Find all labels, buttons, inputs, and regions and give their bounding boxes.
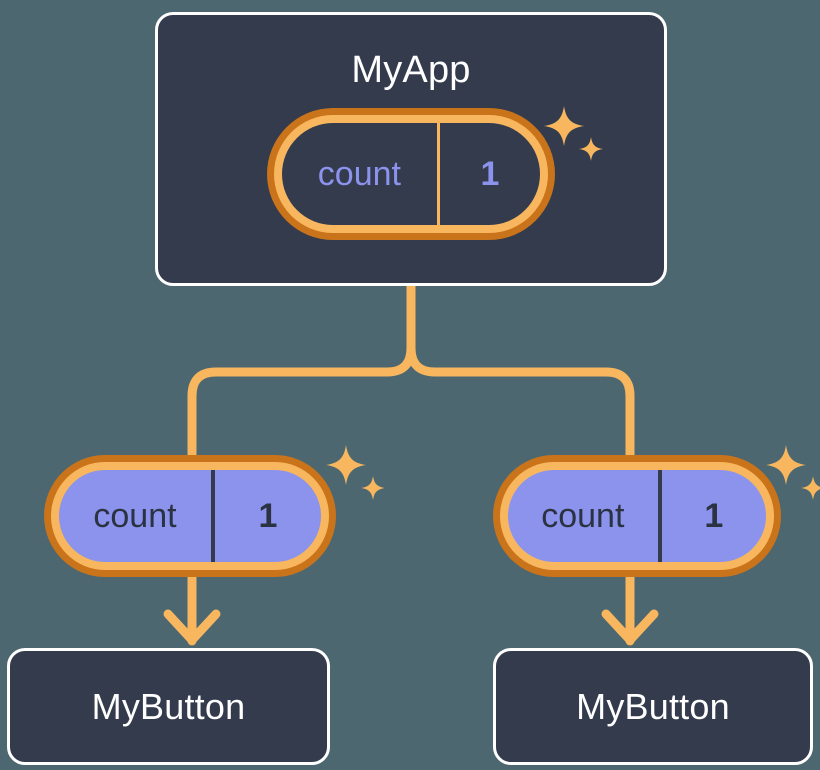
sparkle-icon [326, 445, 366, 485]
component-card-mybutton-left[interactable]: MyButton [7, 648, 330, 765]
sparkle-icon [801, 476, 820, 500]
state-value-label: 1 [657, 470, 766, 562]
state-key-label: count [541, 497, 625, 535]
connector-branch-right [406, 343, 635, 460]
sparkle-icon [766, 445, 806, 485]
state-pill-ring: count 1 [51, 462, 329, 570]
component-label: MyButton [576, 685, 730, 727]
state-pill-body: count 1 [59, 470, 321, 562]
state-pill-body: count 1 [508, 470, 766, 562]
state-value-label: 1 [436, 123, 540, 225]
page-title: MyApp [351, 49, 471, 91]
state-key-label: count [317, 155, 401, 193]
arrow-down-icon [601, 609, 659, 645]
sparkle-icon [361, 476, 385, 500]
state-pill-right[interactable]: count 1 [493, 455, 781, 577]
state-pill-root[interactable]: count 1 [267, 108, 555, 240]
state-pill-body: count 1 [282, 123, 540, 225]
component-card-mybutton-right[interactable]: MyButton [493, 648, 813, 765]
component-label: MyButton [91, 685, 246, 727]
state-pill-ring: count 1 [500, 462, 774, 570]
arrow-down-icon [163, 609, 221, 645]
state-pill-left[interactable]: count 1 [44, 455, 336, 577]
connector-branch-left [187, 343, 416, 460]
state-key-label: count [93, 497, 177, 535]
state-value-label: 1 [210, 470, 321, 562]
state-pill-ring: count 1 [274, 115, 548, 233]
